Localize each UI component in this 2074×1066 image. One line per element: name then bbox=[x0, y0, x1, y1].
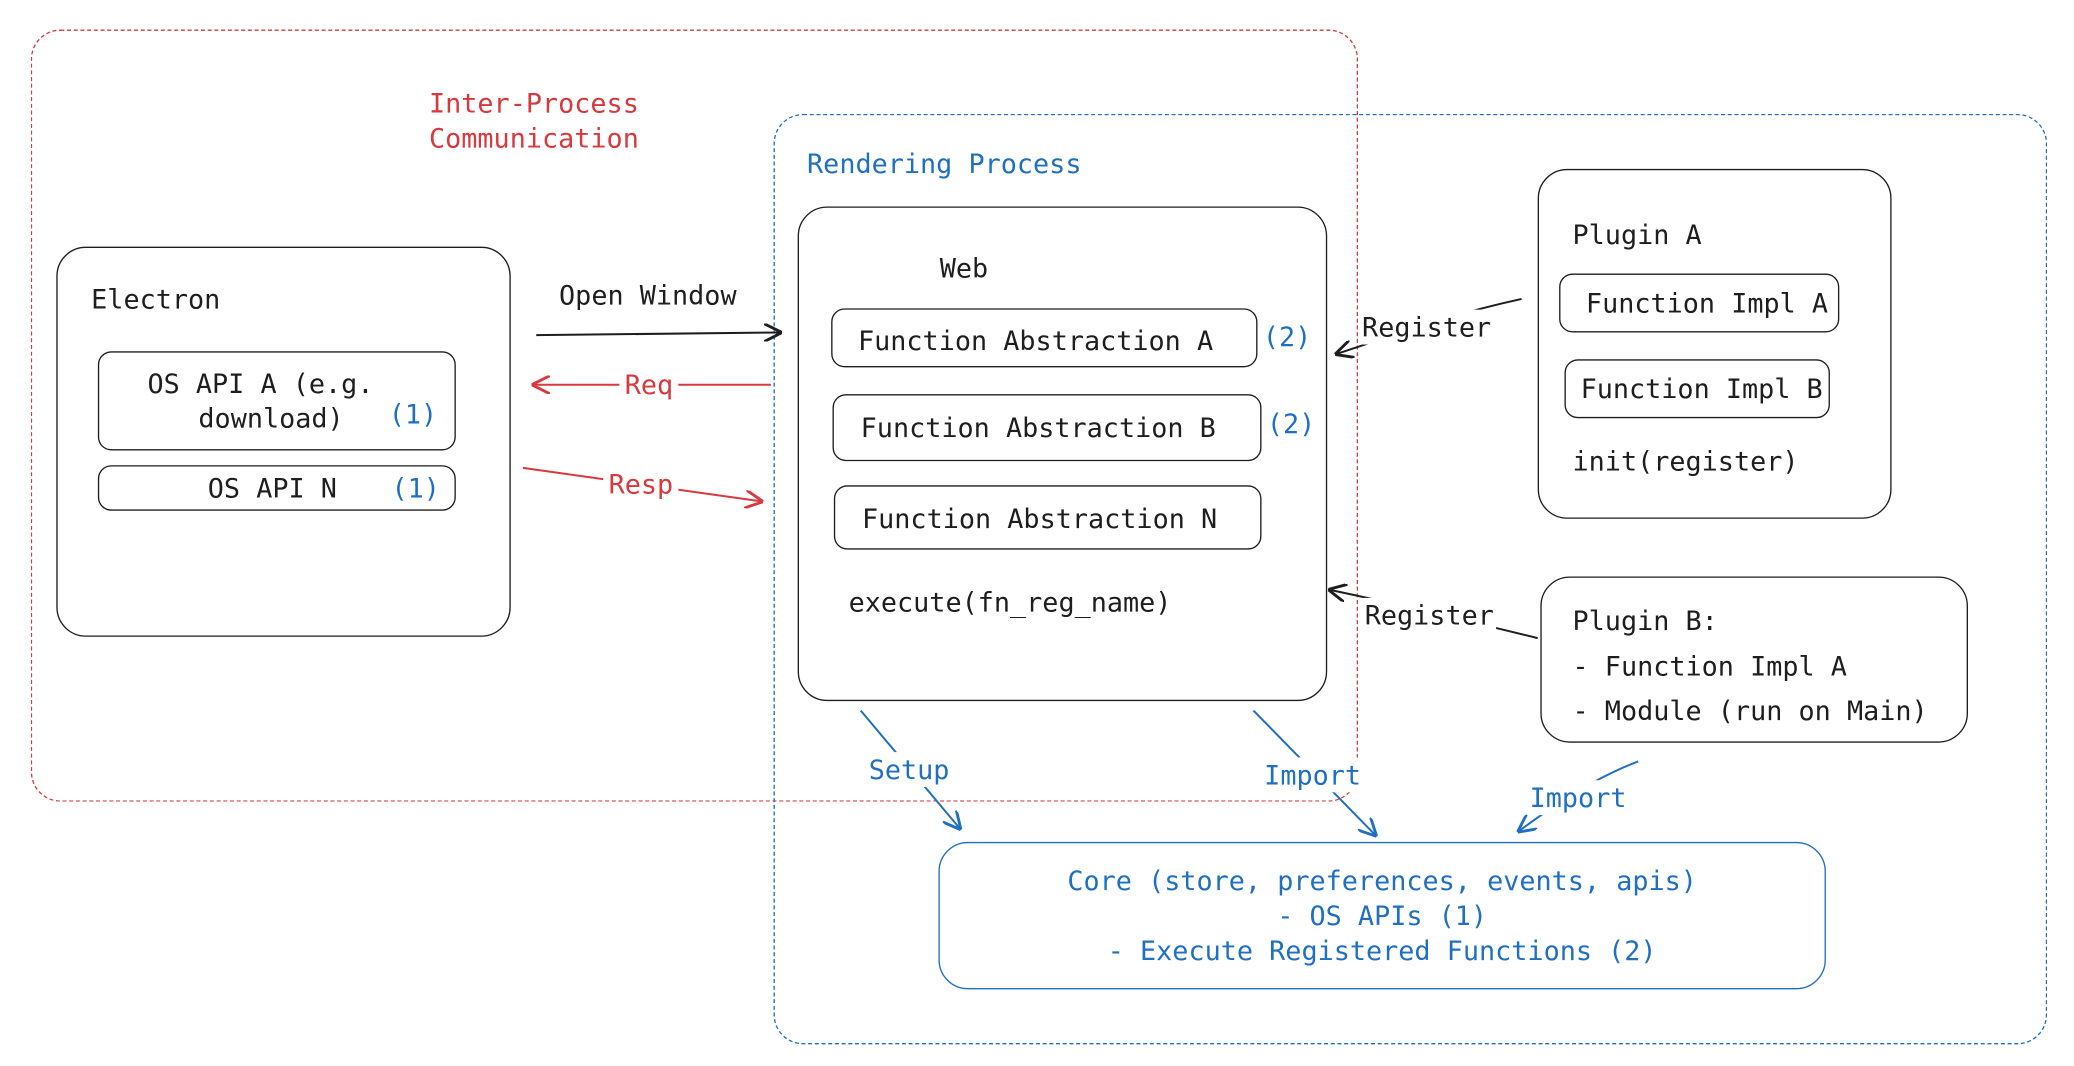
open-window-arrow bbox=[536, 332, 780, 335]
os-api-n-label: OS API N bbox=[207, 471, 337, 505]
fn-abstraction-a-ref: (2) bbox=[1262, 320, 1312, 353]
web-box bbox=[797, 206, 1328, 702]
core-line3: - Execute Registered Functions (2) bbox=[1107, 934, 1657, 967]
fn-abstraction-n-label: Function Abstraction N bbox=[862, 502, 1218, 535]
os-api-n-ref: (1) bbox=[391, 471, 440, 505]
function-impl-b-label: Function Impl B bbox=[1580, 372, 1823, 405]
core-line1: Core (store, preferences, events, apis) bbox=[1067, 864, 1697, 897]
execute-label: execute(fn_reg_name) bbox=[848, 585, 1172, 619]
function-impl-b-box bbox=[1564, 359, 1830, 419]
os-api-a-label-line2: download) bbox=[198, 402, 344, 435]
resp-label: Resp bbox=[603, 466, 679, 502]
plugin-a-title: Plugin A bbox=[1572, 218, 1702, 251]
plugin-a-box bbox=[1537, 168, 1892, 519]
register-a-label: Register bbox=[1359, 309, 1494, 345]
core-line2: - OS APIs (1) bbox=[1277, 899, 1488, 932]
register-b-label: Register bbox=[1362, 597, 1497, 633]
import-plugin-label: Import bbox=[1526, 780, 1630, 816]
plugin-b-line1: Plugin B: bbox=[1572, 604, 1718, 637]
electron-box bbox=[56, 246, 511, 637]
os-api-a-ref: (1) bbox=[388, 398, 438, 431]
core-box bbox=[938, 841, 1826, 990]
open-window-label: Open Window bbox=[559, 278, 737, 312]
os-api-a-box bbox=[97, 351, 456, 451]
fn-abstraction-a-box bbox=[831, 308, 1258, 368]
plugin-a-init-label: init(register) bbox=[1572, 445, 1799, 478]
rendering-process-region bbox=[773, 113, 2048, 1045]
req-label: Req bbox=[619, 367, 679, 403]
function-impl-a-label: Function Impl A bbox=[1585, 286, 1829, 320]
os-api-n-box bbox=[97, 465, 456, 511]
electron-title: Electron bbox=[91, 282, 221, 316]
import-web-label: Import bbox=[1261, 757, 1364, 793]
ipc-region bbox=[30, 29, 1359, 802]
ipc-label-line1: Inter-Process bbox=[428, 87, 639, 120]
os-api-a-label-line1: OS API A (e.g. bbox=[147, 367, 374, 400]
ipc-label-line2: Communication bbox=[428, 121, 639, 155]
fn-abstraction-b-label: Function Abstraction B bbox=[860, 411, 1216, 444]
function-impl-a-box bbox=[1559, 273, 1840, 333]
fn-abstraction-b-ref: (2) bbox=[1266, 407, 1316, 440]
setup-label: Setup bbox=[866, 752, 953, 787]
rendering-process-label: Rendering Process bbox=[807, 147, 1082, 180]
fn-abstraction-a-label: Function Abstraction A bbox=[857, 324, 1214, 357]
plugin-b-line3: - Module (run on Main) bbox=[1572, 694, 1928, 727]
plugin-b-box bbox=[1540, 576, 1969, 743]
web-title: Web bbox=[939, 252, 989, 285]
plugin-b-line2: - Function Impl A bbox=[1572, 650, 1847, 683]
fn-abstraction-b-box bbox=[832, 394, 1262, 462]
fn-abstraction-n-box bbox=[833, 485, 1262, 550]
